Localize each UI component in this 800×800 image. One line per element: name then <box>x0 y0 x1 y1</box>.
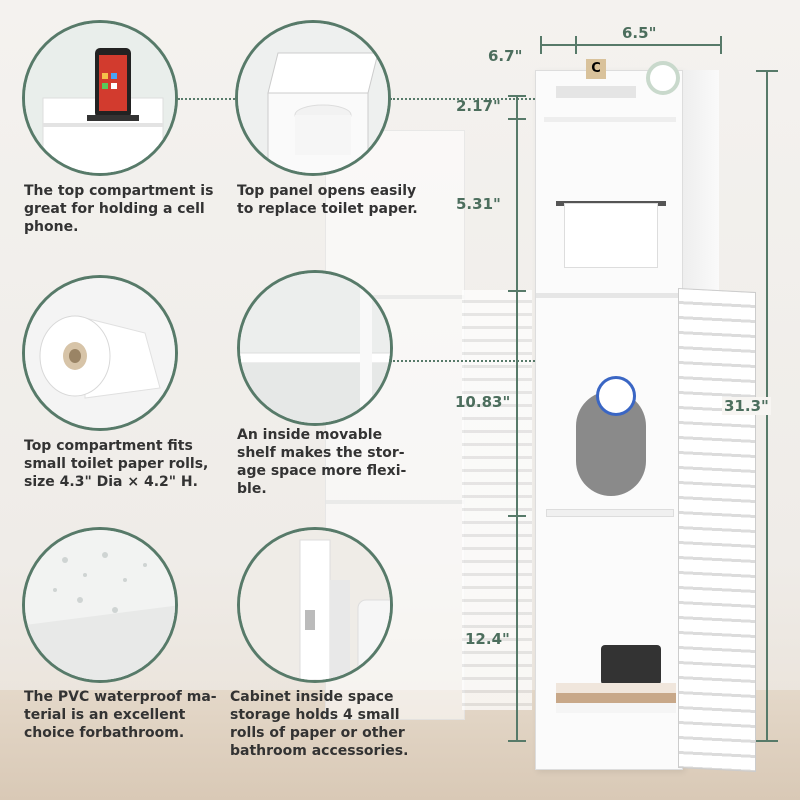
dim-tick <box>508 118 526 120</box>
movable-shelf <box>546 509 674 517</box>
detail-circle-top-panel <box>235 20 391 176</box>
dim-tick <box>756 740 778 742</box>
background-shelf <box>325 295 465 299</box>
connector-line <box>390 360 570 362</box>
dim-top-gap-label: 2.17" <box>456 97 501 115</box>
paper-sheet <box>564 203 658 268</box>
connector-line <box>390 98 570 100</box>
dim-middle-label: 10.83" <box>455 393 511 411</box>
detail-circle-storage <box>237 527 393 683</box>
dim-tick <box>540 36 542 54</box>
detail-circle-phone <box>22 20 178 176</box>
detail-circle-toilet-roll <box>22 275 178 431</box>
background-shelf <box>325 500 465 504</box>
dim-tick <box>508 515 526 517</box>
connector-line <box>178 98 235 100</box>
dim-top-compartment-label: 5.31" <box>456 195 501 213</box>
dim-tick <box>508 290 526 292</box>
dim-tick <box>575 36 577 54</box>
dim-bottom-label: 12.4" <box>465 630 510 648</box>
dim-height-label: 31.3" <box>722 397 771 415</box>
decor-camera <box>601 645 661 685</box>
alarm-clock <box>646 61 680 95</box>
dim-tick <box>508 95 526 97</box>
top-shelf <box>544 117 676 122</box>
letter-block: C <box>586 59 606 79</box>
top-books <box>556 86 636 98</box>
dim-tick <box>756 70 778 72</box>
divider <box>536 293 684 298</box>
cabinet: C <box>535 59 684 770</box>
dim-vertical-line <box>516 95 518 740</box>
detail-circle-waterproof <box>22 527 178 683</box>
books <box>556 703 676 713</box>
detail-circle-shelf <box>237 270 393 426</box>
cabinet-door <box>678 287 756 773</box>
dim-tick <box>508 740 526 742</box>
dim-depth-label: 6.7" <box>488 47 523 65</box>
dim-width-line <box>540 44 722 46</box>
dim-tick <box>720 36 722 54</box>
decor-astronaut <box>596 376 636 416</box>
books <box>556 693 676 703</box>
dim-width-label: 6.5" <box>622 24 657 42</box>
books <box>556 683 676 693</box>
caption-waterproof: The PVC waterproof ma-terial is an excel… <box>24 689 217 741</box>
